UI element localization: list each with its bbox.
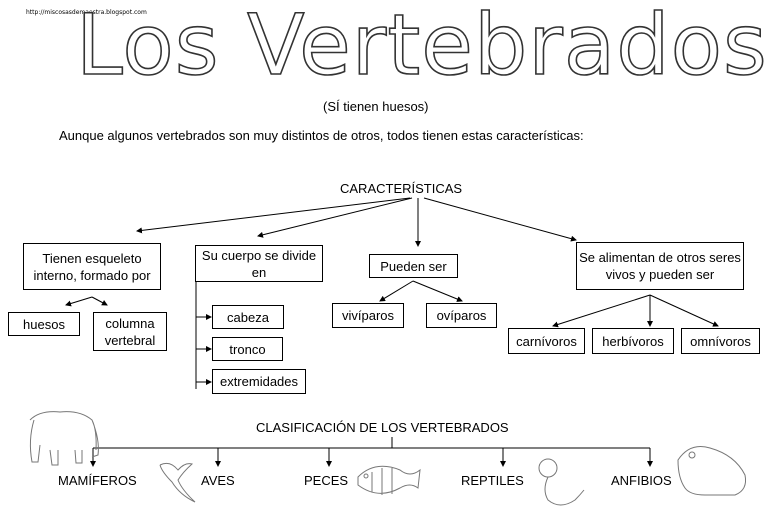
frog-illustration xyxy=(677,446,746,496)
snake-illustration xyxy=(538,458,585,506)
group-mamiferos: MAMÍFEROS xyxy=(58,473,137,488)
fish-illustration xyxy=(357,465,421,495)
elephant-illustration xyxy=(29,411,99,466)
reproduction-box: Pueden ser xyxy=(369,254,458,278)
item-oviparos: ovíparos xyxy=(426,303,497,328)
subtitle: (SÍ tienen huesos) xyxy=(323,99,429,114)
item-cabeza: cabeza xyxy=(212,305,284,329)
classification-heading: CLASIFICACIÓN DE LOS VERTEBRADOS xyxy=(256,420,509,435)
item-omnivoros: omnívoros xyxy=(681,328,760,354)
page-title: Los Vertebrados xyxy=(75,0,768,95)
group-aves: AVES xyxy=(201,473,235,488)
item-extremidades: extremidades xyxy=(212,369,306,394)
item-carnivoros: carnívoros xyxy=(508,328,585,354)
item-columna-vertebral: columna vertebral xyxy=(93,312,167,351)
item-tronco: tronco xyxy=(212,337,283,361)
skeleton-box: Tienen esqueleto interno, formado por xyxy=(23,243,161,290)
characteristics-heading: CARACTERÍSTICAS xyxy=(340,181,463,196)
bird-illustration xyxy=(159,462,196,503)
item-viviparos: vivíparos xyxy=(332,303,404,328)
source-url: http://miscosasdemaestra.blogspot.com xyxy=(26,9,147,16)
item-herbivoros: herbívoros xyxy=(592,328,674,354)
intro-text: Aunque algunos vertebrados son muy disti… xyxy=(59,128,584,143)
item-huesos: huesos xyxy=(8,312,80,336)
group-reptiles: REPTILES xyxy=(461,473,524,488)
body-box: Su cuerpo se divide en xyxy=(195,245,323,282)
feeding-box: Se alimentan de otros seres vivos y pued… xyxy=(576,242,744,290)
group-peces: PECES xyxy=(304,473,349,488)
group-anfibios: ANFIBIOS xyxy=(611,473,672,488)
